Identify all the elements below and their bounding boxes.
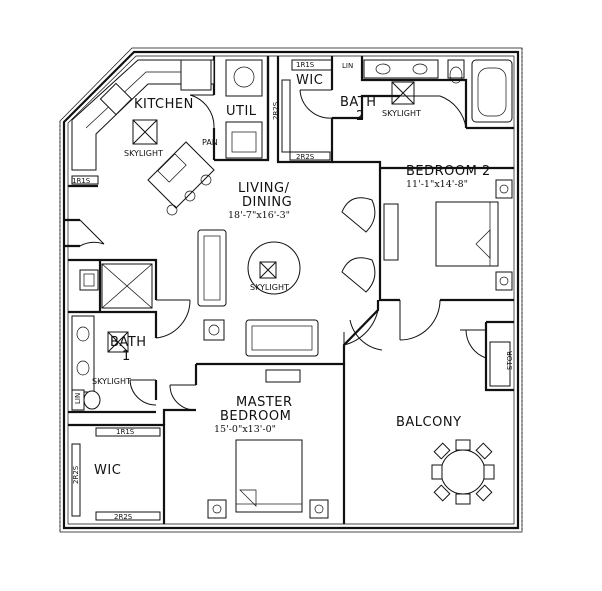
bedroom2-furniture xyxy=(383,179,513,291)
skylight-label-living: SKYLIGHT xyxy=(250,283,289,292)
bath2-number: 2 xyxy=(356,109,365,124)
closet-shelf-1r1s-left: 1R1S xyxy=(72,177,91,185)
annotations: SKYLIGHT SKYLIGHT SKYLIGHT SKYLIGHT PAN … xyxy=(72,61,514,521)
wic-bottom-shelf-2r2s-bottom: 2R2S xyxy=(114,513,133,521)
wic-top-label: WIC xyxy=(296,73,323,88)
bedroom2-dimensions: 11'-1"x14'-8" xyxy=(406,179,468,190)
master-furniture xyxy=(207,439,329,519)
bath2-label: BATH xyxy=(340,95,377,110)
kitchen-label: KITCHEN xyxy=(134,97,194,112)
wic-bottom-label: WIC xyxy=(94,463,121,478)
util-label: UTIL xyxy=(226,104,257,119)
skylight-label-bath2: SKYLIGHT xyxy=(382,109,421,118)
balcony-furniture xyxy=(431,341,511,505)
wic-top-shelf-2r2s-bottom: 2R2S xyxy=(296,153,315,161)
living-label-line2: DINING xyxy=(242,195,292,210)
bedroom2-label: BEDROOM 2 xyxy=(406,164,491,179)
room-labels: KITCHEN UTIL WIC BATH 2 LIVING/ DINING 1… xyxy=(94,73,491,478)
living-label-line1: LIVING/ xyxy=(238,181,290,196)
wic-top-shelf-2r2s-side: 2R2S xyxy=(272,101,280,120)
wic-top-shelf-1r1s: 1R1S xyxy=(296,61,315,69)
master-label-line1: MASTER xyxy=(236,395,293,410)
stor-label: STOR xyxy=(506,351,514,370)
bath1-number: 1 xyxy=(122,349,131,364)
balcony-label: BALCONY xyxy=(396,415,462,430)
wic-bottom-shelf-2r2s-side: 2R2S xyxy=(72,465,80,484)
living-furniture xyxy=(197,197,376,383)
wic-bottom-shelf-1r1s: 1R1S xyxy=(116,428,135,436)
bath2-fixtures xyxy=(281,59,513,161)
lin-label-top: LIN xyxy=(342,62,353,70)
living-dimensions: 18'-7"x16'-3" xyxy=(228,210,290,221)
kitchen-fixtures xyxy=(71,59,263,216)
bath1-label: BATH xyxy=(110,335,147,350)
pan-label: PAN xyxy=(202,138,218,147)
master-dimensions: 15'-0"x13'-0" xyxy=(214,424,276,435)
bath1-fixtures xyxy=(71,175,161,521)
lin-label-left: LIN xyxy=(74,393,82,404)
master-label-line2: BEDROOM xyxy=(220,409,291,424)
skylight-label-kitchen: SKYLIGHT xyxy=(124,149,163,158)
exterior-walls xyxy=(59,47,523,533)
skylight-label-bath1: SKYLIGHT xyxy=(92,377,131,386)
